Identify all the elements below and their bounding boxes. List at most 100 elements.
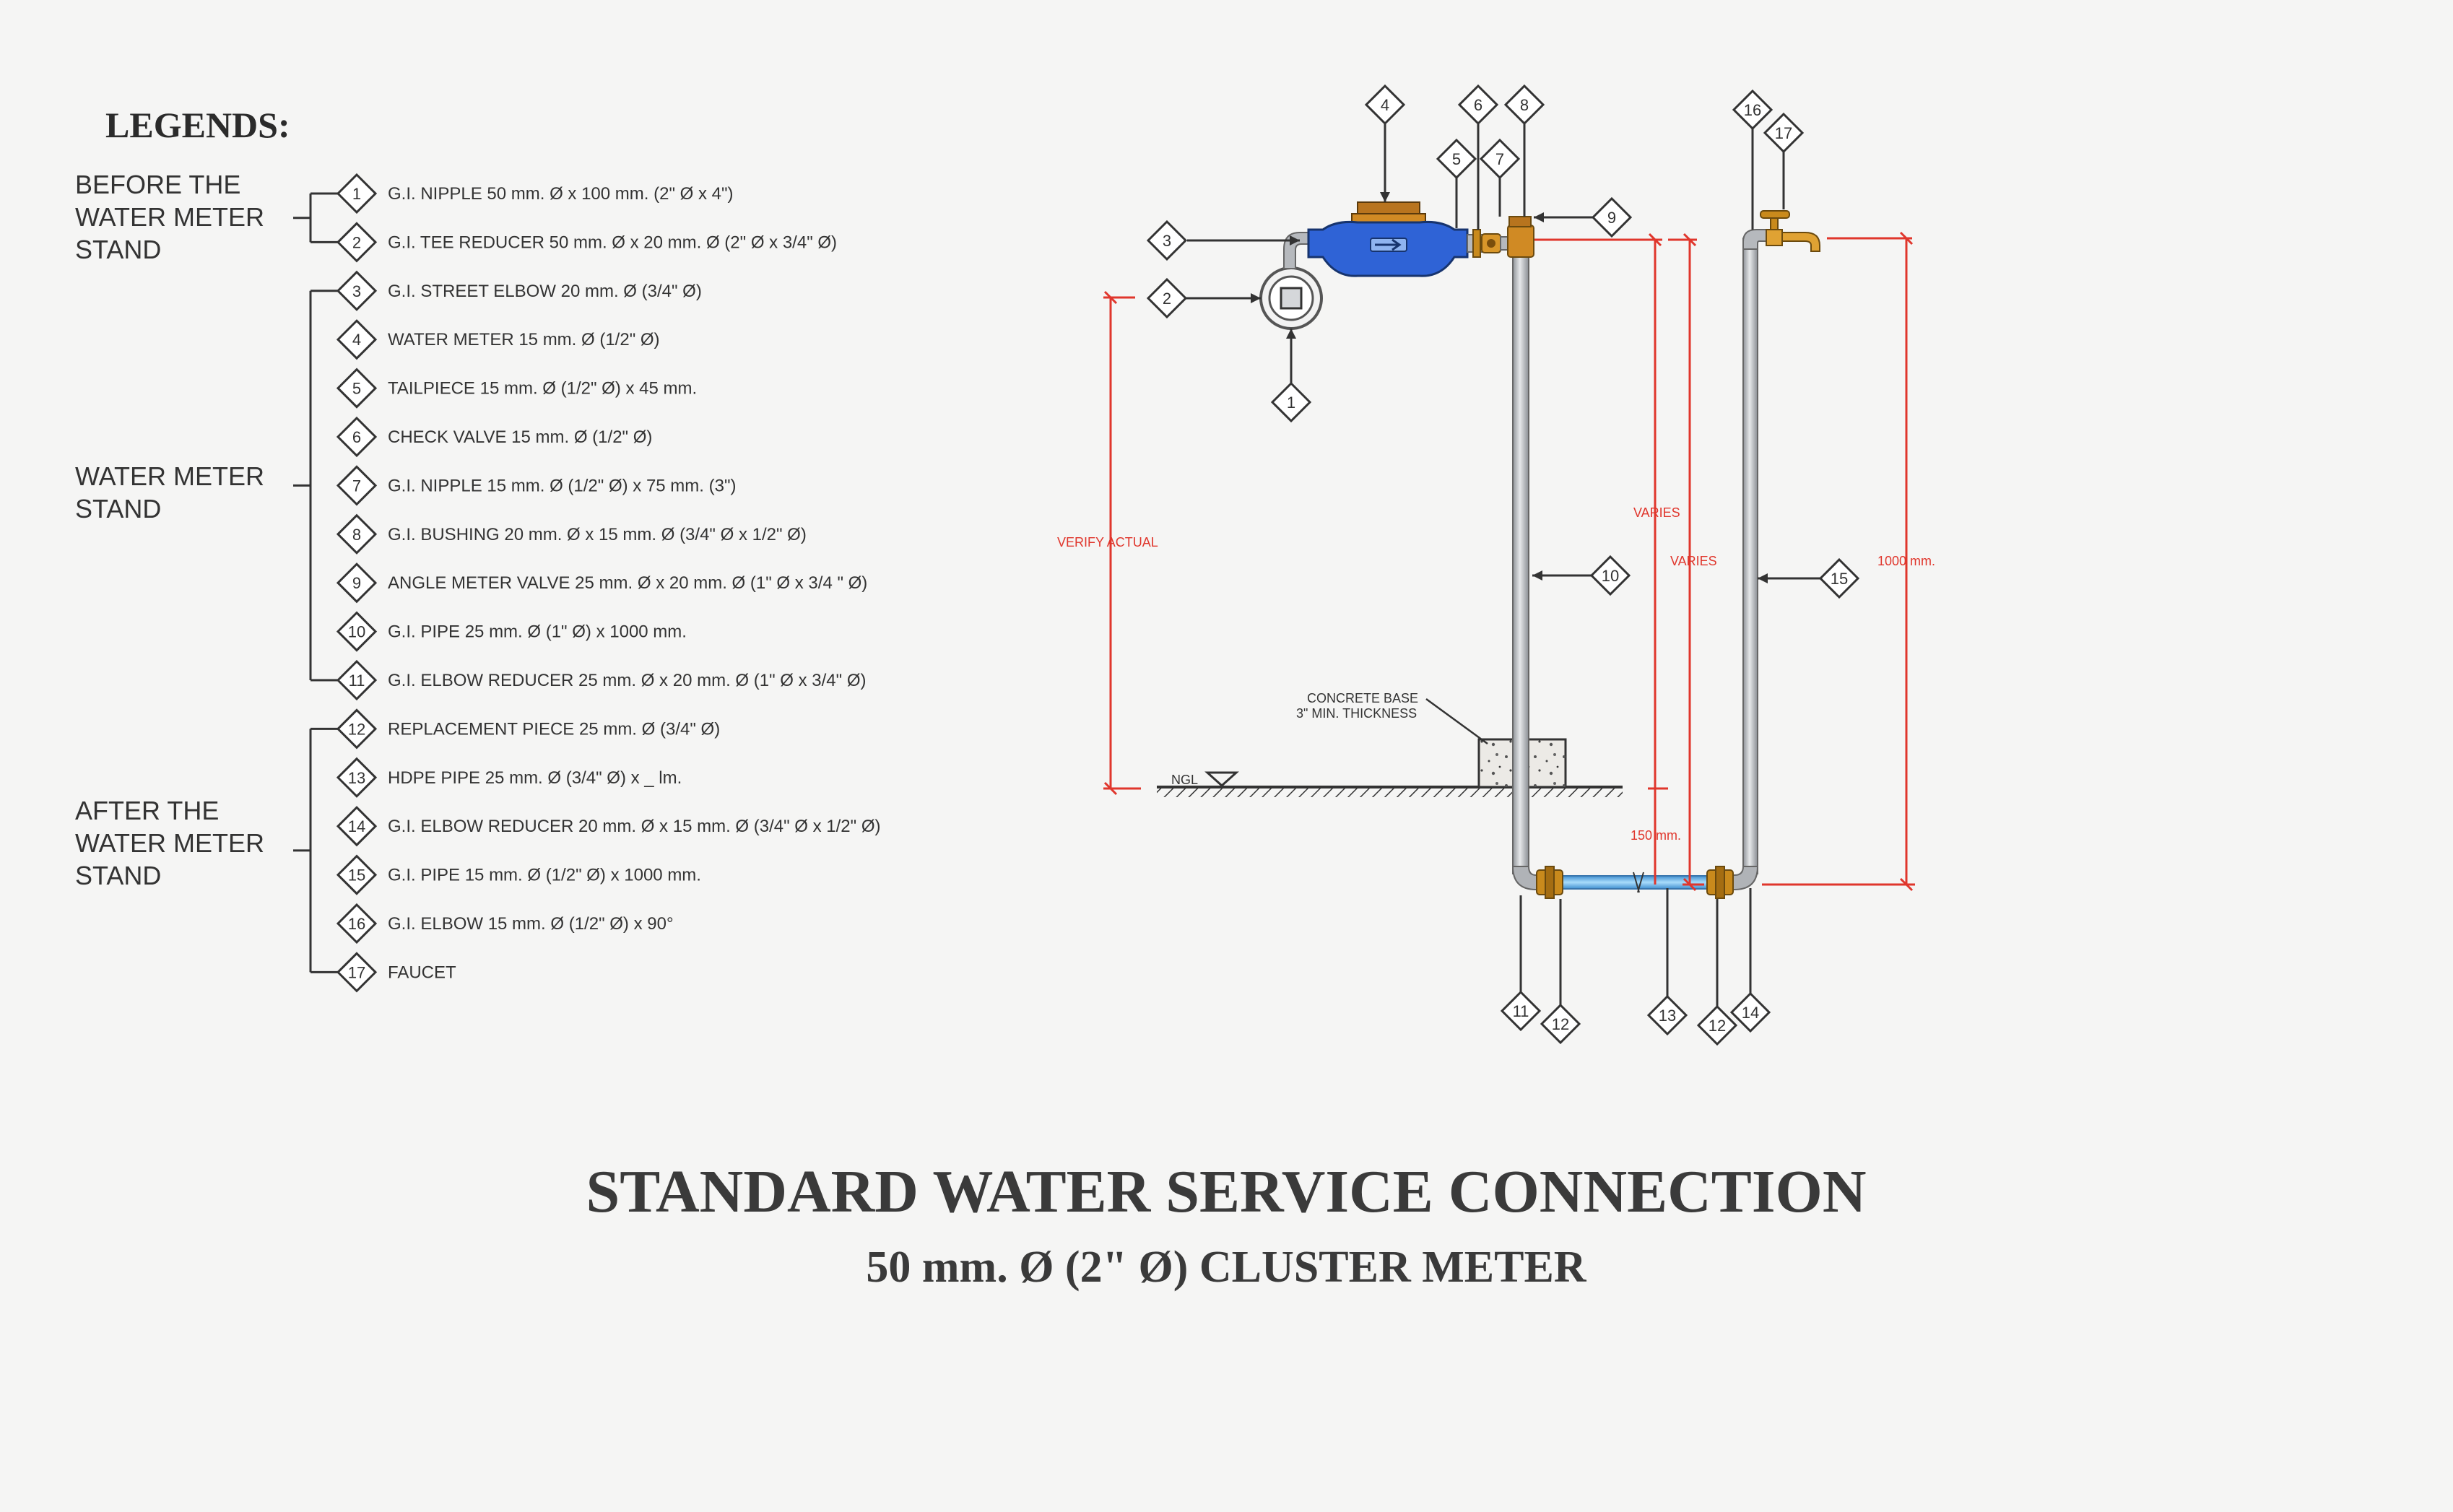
- diamond-icon: [1696, 1004, 1738, 1046]
- callout-number: 16: [348, 915, 365, 933]
- callout-marker: 9: [1591, 196, 1633, 238]
- dim-1000-label: 1000 mm.: [1877, 554, 1935, 568]
- callout-number: 2: [1163, 290, 1171, 308]
- diamond-icon: [1591, 196, 1633, 238]
- callout-number: 11: [349, 672, 365, 690]
- legend-item-marker: 6: [336, 416, 378, 458]
- callout-number: 13: [1659, 1007, 1676, 1025]
- diamond-icon: [336, 757, 378, 798]
- diamond-icon: [336, 222, 378, 263]
- dimension-ticks: [1103, 231, 1914, 892]
- callout-number: 15: [1831, 570, 1848, 588]
- callout-number: 1: [1287, 394, 1295, 412]
- callout-marker: 17: [1763, 112, 1805, 154]
- callout-number: 15: [348, 866, 365, 885]
- legend-item-text: TAILPIECE 15 mm. Ø (1/2" Ø) x 45 mm.: [388, 379, 697, 399]
- diamond-icon: [1646, 994, 1688, 1036]
- legend-item: 5 TAILPIECE 15 mm. Ø (1/2" Ø) x 45 mm.: [336, 368, 697, 409]
- legend-item-marker: 2: [336, 222, 378, 263]
- callout-marker: 10: [1589, 555, 1631, 596]
- legend-item-text: G.I. BUSHING 20 mm. Ø x 15 mm. Ø (3/4" Ø…: [388, 525, 807, 544]
- replacement-piece-left: [1536, 866, 1563, 899]
- callout-marker: 12: [1696, 1004, 1738, 1046]
- legend-item-marker: 9: [336, 562, 378, 604]
- legend-item-text: FAUCET: [388, 963, 456, 982]
- callout-number: 14: [1742, 1004, 1759, 1022]
- legend-item-marker: 11: [336, 659, 378, 701]
- diamond-icon: [336, 611, 378, 652]
- diamond-icon: [1270, 381, 1312, 423]
- sheet-subtitle: 50 mm. Ø (2" Ø) CLUSTER METER: [866, 1243, 1586, 1292]
- legend-item: 15 G.I. PIPE 15 mm. Ø (1/2" Ø) x 1000 mm.: [336, 854, 701, 895]
- diamond-icon: [336, 952, 378, 993]
- diamond-icon: [1146, 277, 1188, 319]
- callout-number: 13: [348, 769, 365, 787]
- legend-item-marker: 13: [336, 757, 378, 798]
- callout-marker: 6: [1457, 84, 1499, 126]
- callout-number: 9: [352, 574, 361, 592]
- concrete-base-thickness: 3" MIN. THICKNESS: [1296, 706, 1417, 721]
- riser-pipe: [1512, 238, 1529, 874]
- meter-fittings: [1467, 229, 1511, 258]
- dimension-labels: VERIFY ACTUAL VARIES VARIES 1000 mm. 150…: [1057, 505, 1935, 843]
- callout-number: 1: [352, 185, 361, 203]
- varies-label-2: VARIES: [1670, 554, 1717, 568]
- leader-arrows: [1251, 192, 1768, 583]
- legend-items: 1 G.I. NIPPLE 50 mm. Ø x 100 mm. (2" Ø x …: [336, 173, 881, 993]
- varies-label-1: VARIES: [1633, 505, 1680, 520]
- legend-group-label: AFTER THE: [75, 796, 219, 825]
- callout-number: 4: [1381, 96, 1389, 114]
- diamond-icon: [336, 513, 378, 555]
- diamond-icon: [336, 465, 378, 506]
- callout-number: 11: [1513, 1002, 1529, 1020]
- legend-item: 8 G.I. BUSHING 20 mm. Ø x 15 mm. Ø (3/4" …: [336, 513, 807, 555]
- diamond-icon: [1729, 991, 1771, 1033]
- diamond-icon: [336, 854, 378, 895]
- legend-item-text: G.I. PIPE 15 mm. Ø (1/2" Ø) x 1000 mm.: [388, 866, 701, 885]
- legend-item-marker: 16: [336, 903, 378, 944]
- legend-item-marker: 15: [336, 854, 378, 895]
- diamond-icon: [336, 708, 378, 750]
- diamond-icon: [336, 368, 378, 409]
- legend-item-marker: 14: [336, 806, 378, 847]
- tee-reducer: [1259, 266, 1323, 330]
- legend-group-label: STAND: [75, 235, 161, 264]
- top-elbow: [1742, 229, 1767, 250]
- callout-number: 5: [1452, 150, 1461, 168]
- callout-marker: 7: [1479, 138, 1521, 180]
- callout-number: 6: [352, 428, 361, 446]
- diamond-icon: [1364, 84, 1406, 126]
- callout-number: 10: [1602, 567, 1619, 585]
- dimension-lines: [1103, 237, 1915, 886]
- legend-item-text: G.I. ELBOW REDUCER 25 mm. Ø x 20 mm. Ø (…: [388, 671, 866, 690]
- diamond-icon: [1146, 220, 1188, 261]
- callout-marker: 13: [1646, 994, 1688, 1036]
- legend-item-marker: 10: [336, 611, 378, 652]
- dim-150-label: 150 mm.: [1631, 828, 1681, 843]
- legend-group-label: STAND: [75, 861, 161, 890]
- diamond-icon: [1436, 138, 1477, 180]
- callout-number: 16: [1744, 101, 1761, 119]
- callout-number: 9: [1607, 209, 1616, 227]
- diamond-icon: [336, 806, 378, 847]
- legend-item-text: G.I. NIPPLE 50 mm. Ø x 100 mm. (2" Ø x 4…: [388, 184, 734, 204]
- callout-number: 5: [352, 380, 361, 398]
- faucet: [1742, 210, 1820, 252]
- callout-number: 17: [1775, 124, 1792, 142]
- water-meter: [1307, 201, 1469, 277]
- diamond-icon: [1500, 990, 1542, 1032]
- legend-item-marker: 8: [336, 513, 378, 555]
- callout-marker: 15: [1818, 557, 1860, 599]
- legend-group-label: WATER METER: [75, 202, 264, 232]
- legend-item: 1 G.I. NIPPLE 50 mm. Ø x 100 mm. (2" Ø x …: [336, 173, 734, 214]
- legend-group-label: WATER METER: [75, 461, 264, 491]
- legend-item-text: G.I. STREET ELBOW 20 mm. Ø (3/4" Ø): [388, 282, 702, 301]
- callout-number: 6: [1474, 96, 1482, 114]
- legend-item: 11 G.I. ELBOW REDUCER 25 mm. Ø x 20 mm. Ø…: [336, 659, 866, 701]
